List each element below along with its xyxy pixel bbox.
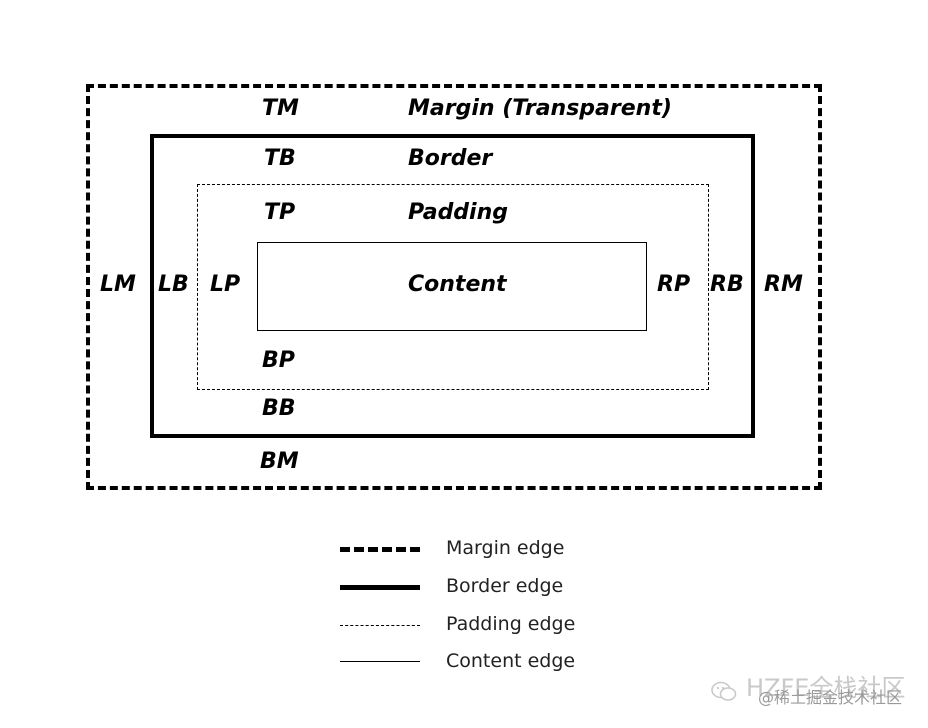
- padding-edge-box: [197, 184, 709, 390]
- label-top-border: TB: [264, 146, 296, 171]
- label-right-border: RB: [710, 272, 744, 297]
- label-bottom-padding: BP: [262, 348, 295, 373]
- legend-padding-line: [340, 625, 420, 626]
- label-right-margin: RM: [764, 272, 803, 297]
- label-content: Content: [408, 272, 507, 297]
- legend-border-line: [340, 585, 420, 590]
- label-left-padding: LP: [210, 272, 241, 297]
- label-left-border: LB: [158, 272, 189, 297]
- label-top-margin: TM: [262, 96, 299, 121]
- label-top-padding: TP: [264, 200, 296, 225]
- watermark-sub: @稀土掘金技术社区: [758, 688, 903, 707]
- legend-padding-label: Padding edge: [446, 613, 576, 635]
- label-border: Border: [408, 146, 493, 171]
- legend-content-label: Content edge: [446, 650, 576, 672]
- label-left-margin: LM: [100, 272, 136, 297]
- label-bottom-border: BB: [262, 396, 296, 421]
- legend-border-label: Border edge: [446, 575, 564, 597]
- watermark-main: HZFE全栈社区: [746, 674, 906, 702]
- label-padding: Padding: [408, 200, 509, 225]
- legend-margin-label: Margin edge: [446, 537, 565, 559]
- label-right-padding: RP: [657, 272, 691, 297]
- wechat-icon: [711, 681, 737, 701]
- border-edge-box: [150, 134, 755, 438]
- legend-content-line: [340, 661, 420, 662]
- margin-edge-box: [86, 84, 822, 490]
- label-margin: Margin (Transparent): [408, 96, 672, 121]
- legend-margin-line: [340, 547, 420, 552]
- content-edge-box: [257, 242, 647, 331]
- label-bottom-margin: BM: [260, 449, 299, 474]
